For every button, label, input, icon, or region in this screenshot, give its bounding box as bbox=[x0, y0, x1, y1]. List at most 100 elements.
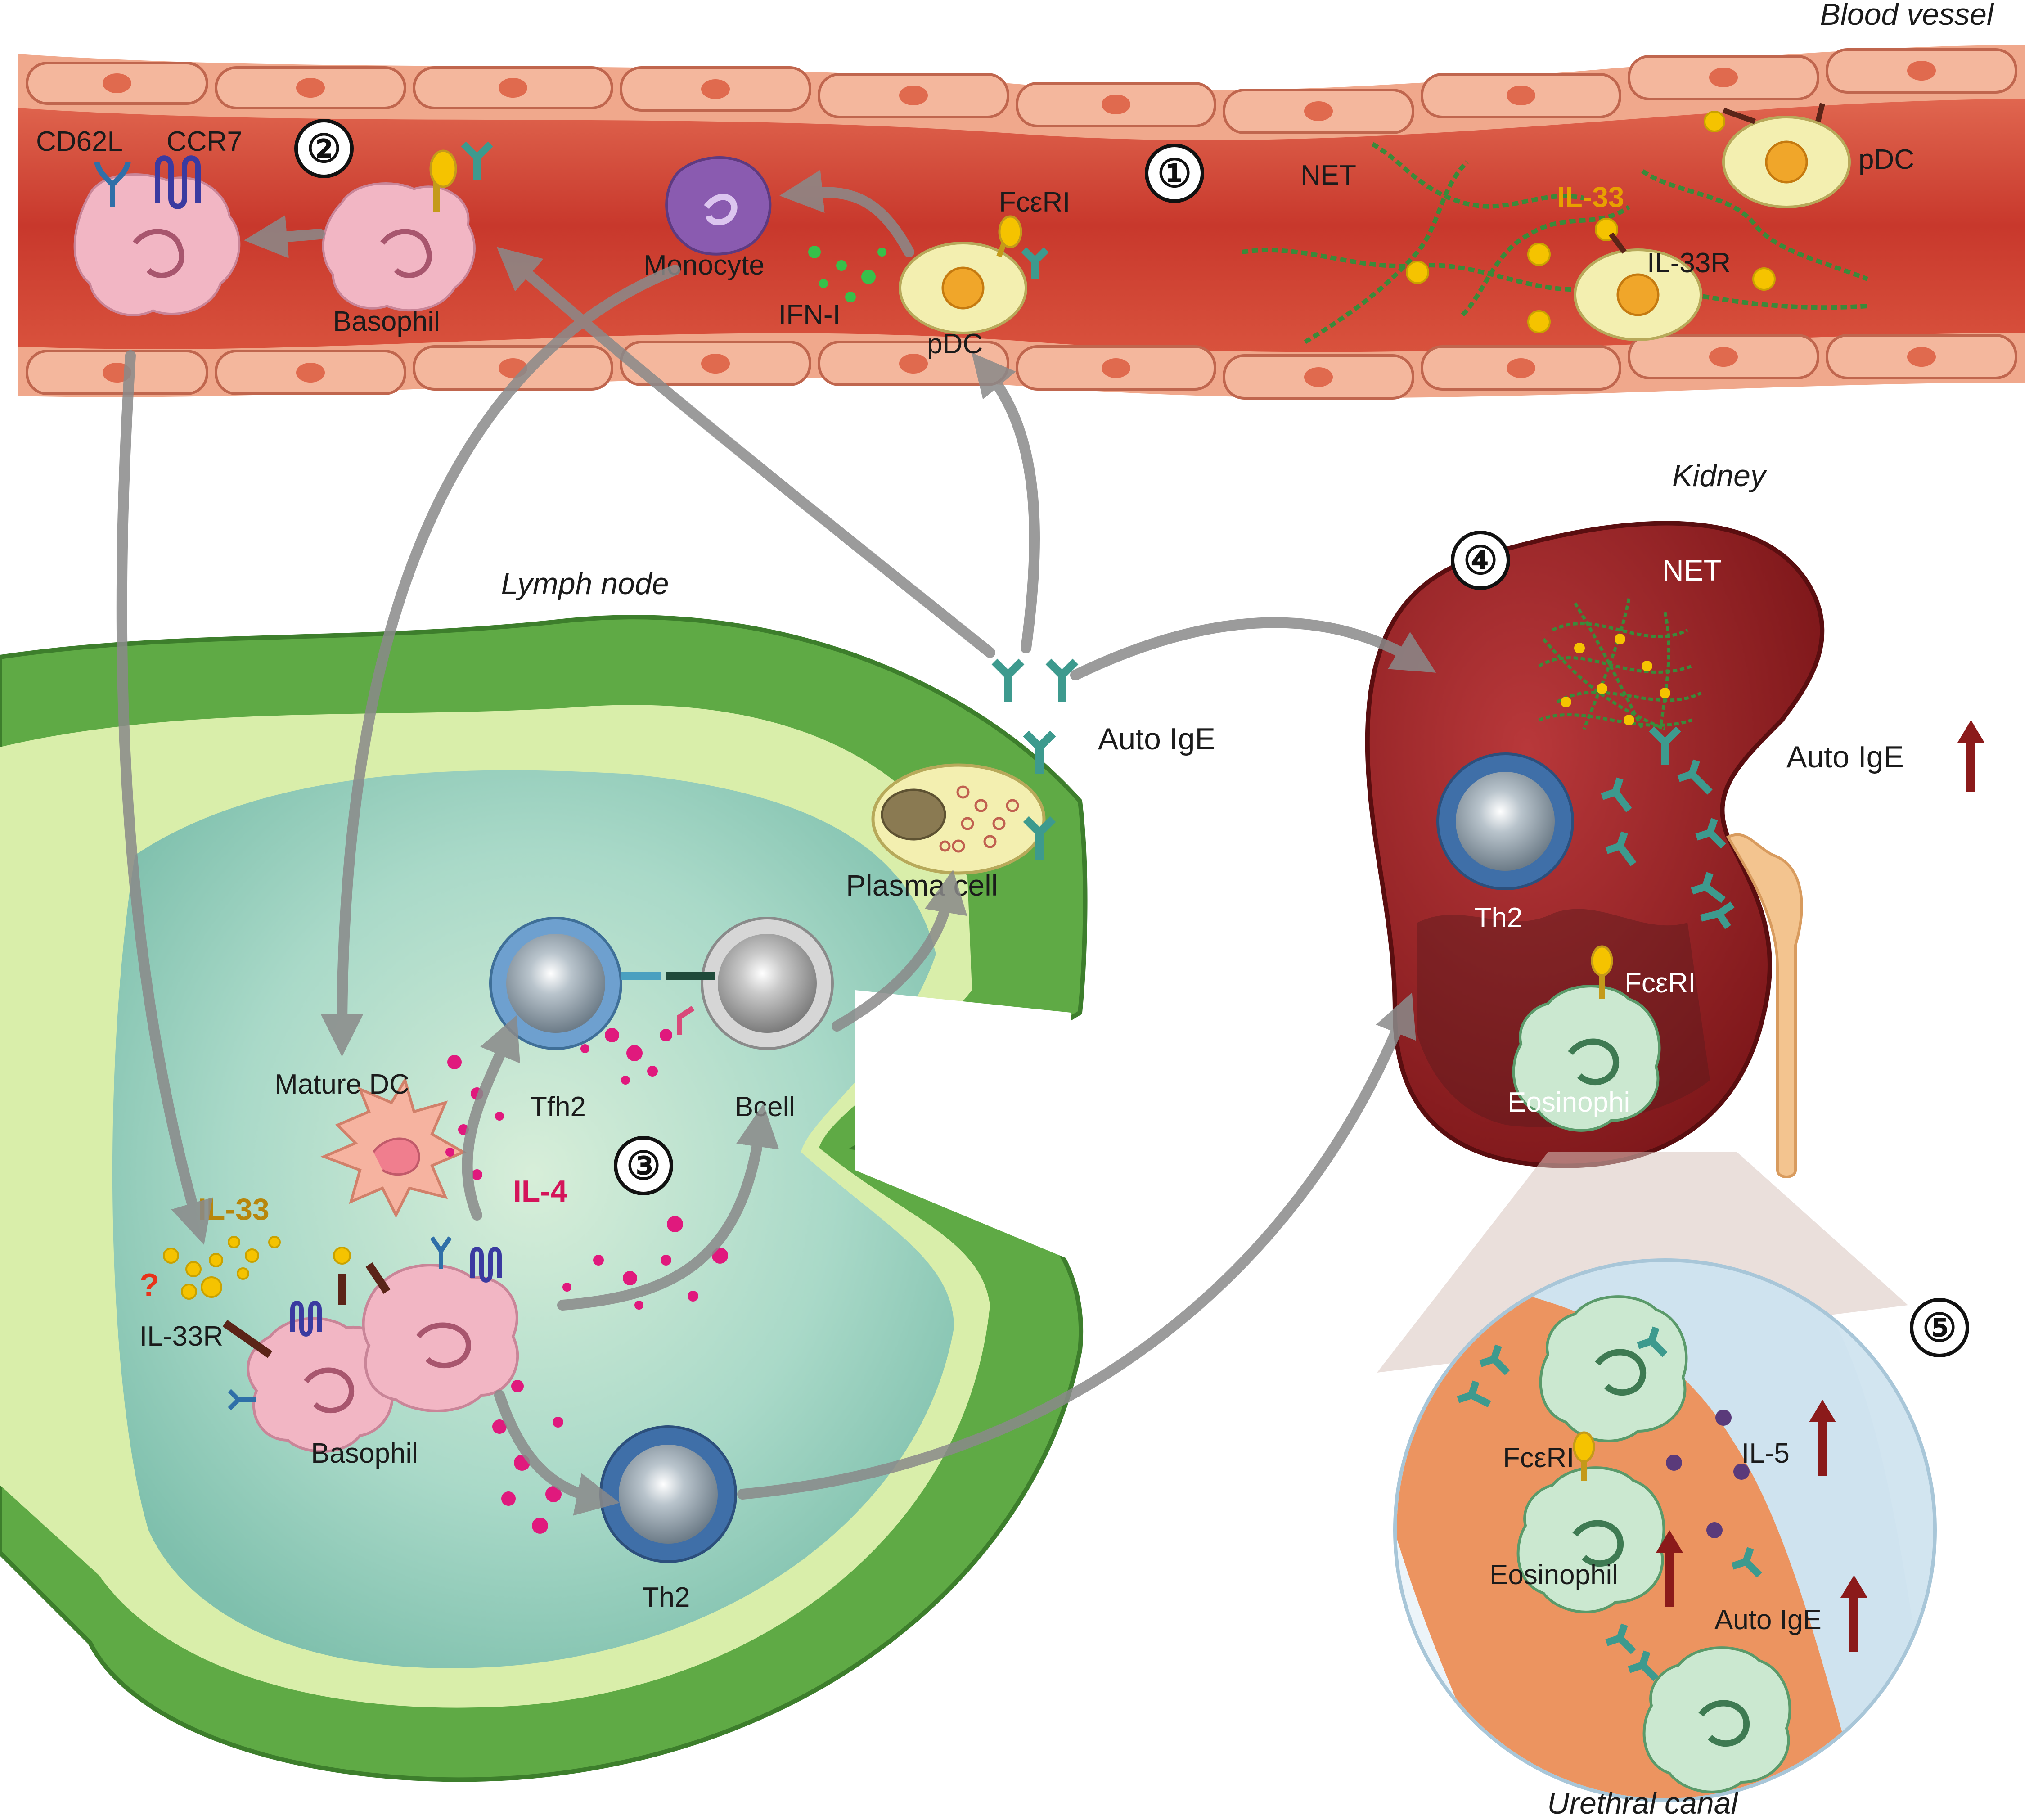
arrow-ige-to-kidney bbox=[1070, 617, 1436, 680]
eosinophil-urethra-label: Eosinophil bbox=[1490, 1559, 1618, 1590]
kidney-net-cluster bbox=[1538, 598, 1702, 731]
pdc-top-label: pDC bbox=[1858, 144, 1914, 175]
pdc-vessel-cell bbox=[899, 215, 1049, 334]
auto-ige-antibodies-ln bbox=[991, 658, 1079, 860]
blood-vessel bbox=[18, 45, 2025, 400]
mature-dc-cell bbox=[320, 1077, 467, 1218]
fceri-vessel-label: FcεRI bbox=[999, 187, 1071, 218]
arrow-ige-to-pdc bbox=[972, 352, 1040, 653]
tfh2-cell bbox=[489, 917, 622, 1050]
blood-vessel-label: Blood vessel bbox=[1820, 0, 1994, 32]
net-vessel-label: NET bbox=[1300, 160, 1356, 191]
eosinophil-urethra-cell-3 bbox=[1642, 1646, 1791, 1793]
basophil-vessel-label: Basophil bbox=[333, 306, 440, 337]
fceri-kidney-label: FcεRI bbox=[1624, 968, 1696, 999]
il-33-dots-ln bbox=[163, 1236, 351, 1300]
th2-ln-label: Th2 bbox=[642, 1582, 690, 1613]
arrow-to-bcell bbox=[557, 1104, 779, 1311]
net-strands-vessel bbox=[1242, 142, 1868, 344]
auto-ige-antibodies-urethra bbox=[1457, 1326, 1762, 1681]
il-5-dots bbox=[1666, 1410, 1750, 1538]
monocyte-cell bbox=[665, 156, 772, 256]
plasma-cell-label: Plasma cell bbox=[846, 869, 998, 902]
lymph-node-hilum bbox=[855, 990, 1071, 1260]
il-33r-receptors-ln bbox=[222, 1262, 391, 1358]
step-5-number: ⑤ bbox=[1922, 1306, 1957, 1350]
basophil-ln-label: Basophil bbox=[311, 1438, 418, 1469]
il33r-ln-label: IL-33R bbox=[140, 1321, 223, 1352]
basophil-ccr7-cell bbox=[73, 173, 241, 316]
eosinophil-kidney-cell bbox=[1512, 945, 1661, 1132]
il-33-dots-vessel bbox=[1406, 111, 1776, 333]
arrow-bcell-to-plasma bbox=[832, 869, 968, 1032]
basophil-ln-cell-1 bbox=[247, 1317, 394, 1453]
step-1-marker: ① bbox=[1145, 144, 1204, 203]
mature-dc-label: Mature DC bbox=[274, 1069, 410, 1100]
ifn-i-dots bbox=[808, 246, 886, 302]
step-4-number: ④ bbox=[1463, 539, 1498, 582]
endothelial-nuclei-bottom bbox=[103, 347, 1936, 387]
step-4-marker: ④ bbox=[1451, 531, 1510, 590]
tfh2-label: Tfh2 bbox=[530, 1091, 586, 1122]
step-3-marker: ③ bbox=[614, 1136, 673, 1195]
eosinophil-urethra-cell-2 bbox=[1516, 1431, 1665, 1613]
bcell-label: Bcell bbox=[735, 1091, 795, 1122]
kidney-label: Kidney bbox=[1672, 459, 1768, 493]
flow-arrows bbox=[116, 170, 1436, 1516]
step-1-number: ① bbox=[1157, 152, 1192, 195]
basophil-ln-cell-2 bbox=[362, 1264, 519, 1412]
il33r-vessel-label: IL-33R bbox=[1647, 248, 1731, 279]
arrow-basophil-to-ccr7 bbox=[244, 215, 325, 258]
ccr7-receptors-ln bbox=[290, 1247, 502, 1337]
endothelial-nuclei-top bbox=[103, 61, 1936, 121]
ifn-label: IFN-I bbox=[778, 299, 841, 330]
tcr-bcr-interaction bbox=[621, 972, 716, 1035]
il-4-dots bbox=[446, 1028, 728, 1534]
bcell bbox=[701, 917, 834, 1050]
cd62l-receptor-icon bbox=[94, 161, 131, 207]
auto-ige-up-arrow bbox=[1958, 720, 1984, 792]
eosinophil-urethra-cell-1 bbox=[1539, 1295, 1688, 1442]
arrow-to-tfh2 bbox=[462, 1015, 520, 1221]
auto-ige-urethra-label: Auto IgE bbox=[1714, 1604, 1822, 1635]
pdc-vessel-label: pDC bbox=[927, 329, 983, 360]
auto-ige-kidney-label: Auto IgE bbox=[1786, 740, 1904, 774]
ureter bbox=[1726, 833, 1803, 1178]
kidney-net-il33-dots bbox=[1561, 634, 1670, 725]
antibody-icon bbox=[461, 141, 493, 180]
kidney bbox=[1365, 521, 1825, 1178]
eosinophil-kidney-label: Eosinophi bbox=[1508, 1087, 1630, 1118]
fceri-urethra-label: FcεRI bbox=[1503, 1442, 1575, 1473]
arrow-basophil-to-th2 bbox=[494, 1390, 620, 1516]
eosinophil-up-arrow bbox=[1656, 1530, 1683, 1607]
th2-ln-cell bbox=[599, 1425, 737, 1563]
auto-ige-ln-label: Auto IgE bbox=[1098, 722, 1215, 756]
il4-label: IL-4 bbox=[513, 1174, 567, 1208]
il33-ln-label: IL-33 bbox=[198, 1192, 270, 1226]
step-5-marker: ⑤ bbox=[1910, 1298, 1969, 1357]
pdc-top-cell bbox=[1722, 103, 1851, 208]
plasma-cell bbox=[871, 763, 1046, 875]
arrow-th2-to-kidney bbox=[737, 992, 1416, 1500]
step-3-number: ③ bbox=[626, 1144, 661, 1188]
il33-vessel-label: IL-33 bbox=[1557, 181, 1624, 213]
fceri-receptor-icon bbox=[429, 149, 457, 212]
th2-kidney-cell bbox=[1436, 752, 1574, 890]
cd62l-receptors-ln bbox=[228, 1236, 452, 1410]
ccr7-receptor-icon bbox=[155, 155, 201, 209]
urethral-canal-label: Urethral canal bbox=[1547, 1786, 1738, 1820]
il5-up-arrow bbox=[1809, 1400, 1836, 1476]
auto-ige-antibodies-kidney bbox=[1601, 726, 1735, 929]
basophil-vessel-cell bbox=[322, 182, 476, 312]
net-kidney-label: NET bbox=[1662, 554, 1722, 587]
question-mark: ? bbox=[140, 1267, 159, 1303]
step-2-number: ② bbox=[306, 127, 341, 171]
arrow-basophil-to-ln bbox=[116, 350, 213, 1245]
auto-ige-urethra-up-arrow bbox=[1840, 1575, 1868, 1652]
arrow-pdc-to-monocyte bbox=[779, 170, 914, 257]
ccr7-label: CCR7 bbox=[166, 126, 243, 157]
pdc-net-cell bbox=[1574, 232, 1702, 341]
arrow-ige-to-basophil bbox=[496, 247, 995, 658]
